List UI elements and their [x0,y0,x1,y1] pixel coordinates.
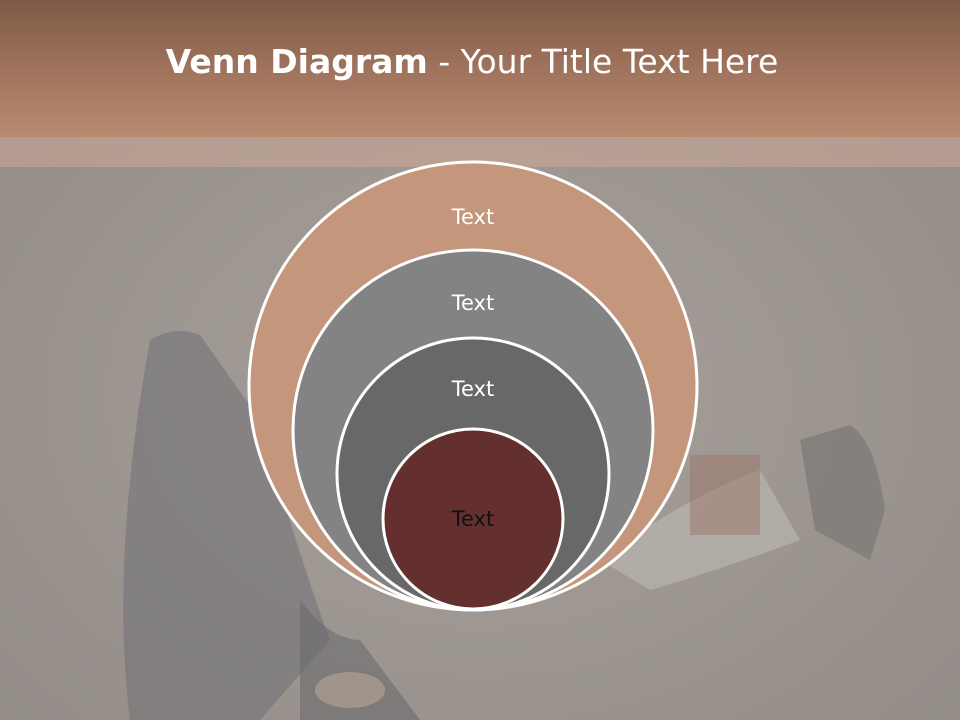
slide-title: Venn Diagram - Your Title Text Here [0,40,944,84]
circle-third-label: Text [451,377,495,401]
circle-inner [381,427,565,611]
circle-inner-label: Text [451,507,495,531]
circle-second-label: Text [451,291,495,315]
title-rest: - Your Title Text Here [427,42,779,81]
circle-outer-label: Text [451,205,495,229]
title-bold: Venn Diagram [165,42,428,81]
header-bar [0,0,960,137]
